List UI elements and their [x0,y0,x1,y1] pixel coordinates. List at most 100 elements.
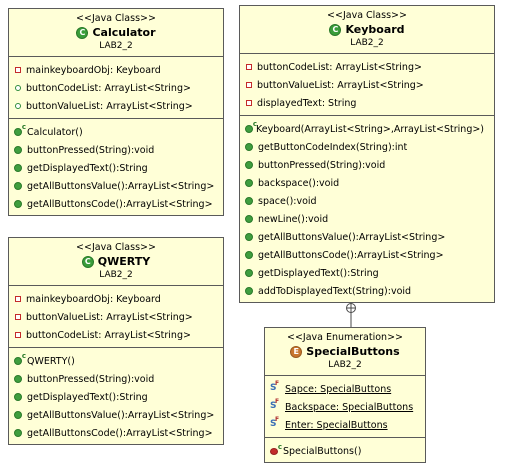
method-label: getAllButtonsValue():ArrayList<String> [27,180,215,192]
method-row: getAllButtonsCode():ArrayList<String> [9,195,223,213]
method-row: Keyboard(ArrayList<String>,ArrayList<Str… [240,120,494,138]
method-row: newLine():void [240,210,494,228]
method-row: getAllButtonsValue():ArrayList<String> [240,228,494,246]
public-visibility-icon [245,215,253,223]
field-label: buttonValueList: ArrayList<String> [26,311,193,323]
method-label: getDisplayedText():String [258,267,379,279]
class-name-label: QWERTY [97,255,151,268]
enum-constant-row: Sapce: SpecialButtons [265,380,425,398]
calculator-class[interactable]: <<Java Class>> C Calculator LAB2_2 maink… [8,8,224,216]
package-visibility-icon [15,103,21,109]
field-label: buttonCodeList: ArrayList<String> [26,329,191,341]
method-row: getAllButtonsValue():ArrayList<String> [9,406,223,424]
constant-label: Backspace: SpecialButtons [285,401,414,413]
method-row: getDisplayedText():String [240,264,494,282]
class-name: C Calculator [11,25,221,40]
private-visibility-icon [15,314,21,320]
class-name: C QWERTY [11,254,221,269]
fields-section: mainkeyboardObj: Keyboard buttonCodeList… [9,56,223,118]
enum-icon: E [290,345,303,358]
methods-section: Keyboard(ArrayList<String>,ArrayList<Str… [240,115,494,303]
class-icon: C [329,23,342,36]
keyboard-class[interactable]: <<Java Class>> C Keyboard LAB2_2 buttonC… [239,5,495,303]
method-label: getAllButtonsValue():ArrayList<String> [27,409,215,421]
field-row: buttonValueList: ArrayList<String> [9,308,223,326]
constructor-icon [245,121,257,133]
field-row: mainkeyboardObj: Keyboard [9,290,223,308]
constant-label: Enter: SpecialButtons [285,419,388,431]
field-row: buttonValueList: ArrayList<String> [9,97,223,115]
specialbuttons-enum[interactable]: <<Java Enumeration>> E SpecialButtons LA… [264,327,426,463]
constants-section: Sapce: SpecialButtons Backspace: Special… [265,375,425,437]
field-label: buttonValueList: ArrayList<String> [257,79,424,91]
method-label: getDisplayedText():String [27,391,148,403]
public-visibility-icon [14,200,22,208]
private-visibility-icon [246,100,252,106]
stereotype-label: <<Java Class>> [76,13,156,24]
method-row: getAllButtonsCode():ArrayList<String> [9,424,223,442]
method-row: buttonPressed(String):void [9,141,223,159]
class-icon: C [76,26,89,39]
method-row: space():void [240,192,494,210]
class-name-label: Calculator [92,26,156,39]
public-visibility-icon [14,146,22,154]
method-label: Keyboard(ArrayList<String>,ArrayList<Str… [256,123,485,135]
methods-section: SpecialButtons() [265,437,425,463]
field-label: buttonCodeList: ArrayList<String> [257,61,422,73]
method-label: getAllButtonsCode():ArrayList<String> [258,249,444,261]
stereotype-label: <<Java Class>> [76,242,156,253]
public-visibility-icon [245,143,253,151]
private-visibility-icon [15,296,21,302]
constructor-icon [14,124,26,136]
method-row: QWERTY() [9,352,223,370]
static-final-icon [270,380,280,393]
enum-constant-row: Enter: SpecialButtons [265,416,425,434]
private-visibility-icon [246,82,252,88]
method-row: getDisplayedText():String [9,388,223,406]
field-row: buttonValueList: ArrayList<String> [240,76,494,94]
method-label: backspace():void [258,177,340,189]
static-final-icon [270,398,280,411]
field-row: buttonCodeList: ArrayList<String> [240,58,494,76]
public-visibility-icon [245,233,253,241]
public-visibility-icon [14,411,22,419]
package-label: LAB2_2 [350,38,384,48]
package-label: LAB2_2 [328,360,362,370]
private-visibility-icon [246,64,252,70]
class-icon: C [81,255,94,268]
methods-section: Calculator() buttonPressed(String):void … [9,118,223,216]
public-visibility-icon [14,182,22,190]
stereotype-label: <<Java Class>> [327,10,407,21]
qwerty-class[interactable]: <<Java Class>> C QWERTY LAB2_2 mainkeybo… [8,237,224,445]
field-label: displayedText: String [257,97,357,109]
class-name-label: SpecialButtons [306,345,400,358]
public-visibility-icon [14,164,22,172]
private-visibility-icon [15,67,21,73]
private-constructor-icon [270,444,282,455]
class-name-label: Keyboard [345,23,405,36]
method-row: getButtonCodeIndex(String):int [240,138,494,156]
method-label: buttonPressed(String):void [27,144,155,156]
field-label: mainkeyboardObj: Keyboard [26,64,161,76]
method-label: getAllButtonsCode():ArrayList<String> [27,427,213,439]
method-label: getAllButtonsCode():ArrayList<String> [27,198,213,210]
class-name: C Keyboard [242,22,492,37]
public-visibility-icon [245,269,253,277]
field-row: displayedText: String [240,94,494,112]
method-label: getDisplayedText():String [27,162,148,174]
method-label: space():void [258,195,317,207]
method-row: buttonPressed(String):void [9,370,223,388]
method-row: SpecialButtons() [265,442,425,460]
constant-label: Sapce: SpecialButtons [285,383,392,395]
package-visibility-icon [15,85,21,91]
public-visibility-icon [245,161,253,169]
field-row: mainkeyboardObj: Keyboard [9,61,223,79]
enum-constant-row: Backspace: SpecialButtons [265,398,425,416]
class-header: <<Java Class>> C QWERTY LAB2_2 [9,238,223,285]
stereotype-label: <<Java Enumeration>> [287,332,403,343]
method-row: getAllButtonsCode():ArrayList<String> [240,246,494,264]
public-visibility-icon [245,287,253,295]
public-visibility-icon [245,179,253,187]
public-visibility-icon [245,251,253,259]
